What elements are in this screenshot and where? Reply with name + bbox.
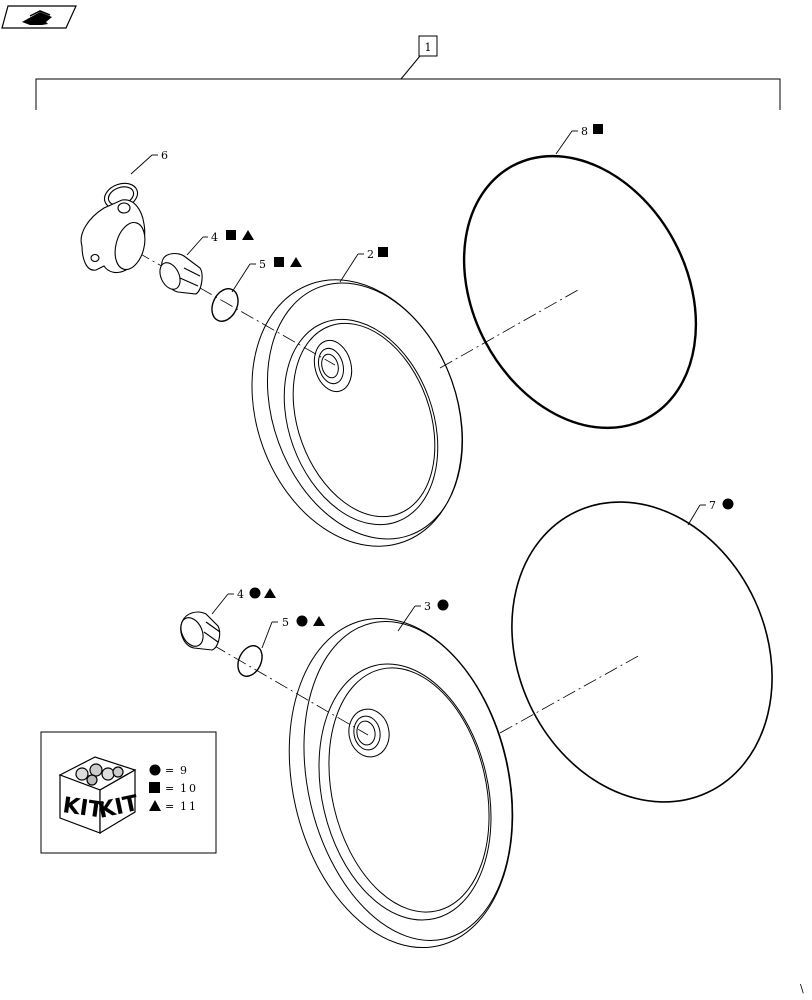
triangle-icon bbox=[290, 257, 302, 267]
legend-kit-number: 10 bbox=[180, 782, 198, 795]
kit-legend: KIT KIT = 9 = 10 = 11 bbox=[40, 731, 217, 854]
part-number: 5 bbox=[259, 258, 266, 271]
footer-mark: \ bbox=[800, 982, 804, 995]
center-lines bbox=[136, 251, 641, 736]
legend-entry-square: = 10 bbox=[149, 782, 198, 795]
part-number: 2 bbox=[367, 248, 374, 261]
legend-equals: = bbox=[165, 782, 174, 795]
part-number: 6 bbox=[161, 149, 168, 162]
plug-lower bbox=[180, 611, 221, 651]
part-number: 3 bbox=[424, 600, 431, 613]
legend-equals: = bbox=[165, 764, 174, 777]
circle-icon bbox=[437, 599, 449, 611]
callout-8: 8 bbox=[581, 124, 603, 138]
kit-box-icon: KIT KIT bbox=[58, 756, 141, 835]
o-ring-upper bbox=[211, 288, 239, 322]
group-label: 1 bbox=[425, 41, 432, 54]
legend-entry-triangle: = 11 bbox=[149, 800, 198, 813]
kit-text-left: KIT bbox=[61, 793, 104, 823]
cap-with-ring bbox=[80, 182, 146, 274]
circle-icon bbox=[296, 615, 308, 627]
triangle-icon bbox=[149, 800, 161, 811]
triangle-icon bbox=[242, 230, 254, 240]
square-icon bbox=[593, 124, 603, 134]
triangle-icon bbox=[264, 588, 276, 598]
legend-kit-number: 9 bbox=[180, 764, 189, 777]
plug-upper bbox=[159, 252, 203, 295]
square-icon bbox=[149, 782, 160, 793]
triangle-icon bbox=[313, 616, 325, 626]
disc-upper bbox=[251, 279, 464, 547]
square-icon bbox=[378, 247, 388, 257]
circle-icon bbox=[722, 498, 734, 510]
callout-3: 3 bbox=[424, 599, 449, 613]
navigation-badge[interactable] bbox=[1, 5, 77, 29]
gasket-lower bbox=[511, 501, 773, 803]
square-icon bbox=[274, 257, 284, 267]
square-icon bbox=[226, 230, 236, 240]
assembly-bracket: 1 bbox=[35, 35, 781, 110]
callout-6: 6 bbox=[161, 149, 168, 162]
part-number: 5 bbox=[282, 616, 289, 629]
book-arrow-icon bbox=[22, 10, 52, 25]
circle-icon bbox=[149, 764, 161, 776]
circle-icon bbox=[249, 587, 261, 599]
callout-7: 7 bbox=[709, 498, 734, 512]
legend-entry-circle: = 9 bbox=[149, 764, 189, 777]
legend-kit-number: 11 bbox=[180, 800, 198, 813]
part-number: 7 bbox=[709, 499, 716, 512]
gasket-upper bbox=[462, 154, 698, 430]
o-ring-lower bbox=[237, 645, 263, 677]
part-number: 4 bbox=[237, 588, 244, 601]
callout-5-upper: 5 bbox=[259, 257, 302, 271]
callout-5-lower: 5 bbox=[282, 615, 325, 629]
callout-4-upper: 4 bbox=[211, 230, 254, 244]
leader-lines bbox=[130, 130, 706, 649]
part-number: 4 bbox=[211, 231, 218, 244]
callout-2: 2 bbox=[367, 247, 388, 261]
callout-4-lower: 4 bbox=[237, 587, 276, 601]
legend-equals: = bbox=[165, 800, 174, 813]
disc-lower bbox=[288, 617, 514, 949]
part-number: 8 bbox=[581, 125, 588, 138]
